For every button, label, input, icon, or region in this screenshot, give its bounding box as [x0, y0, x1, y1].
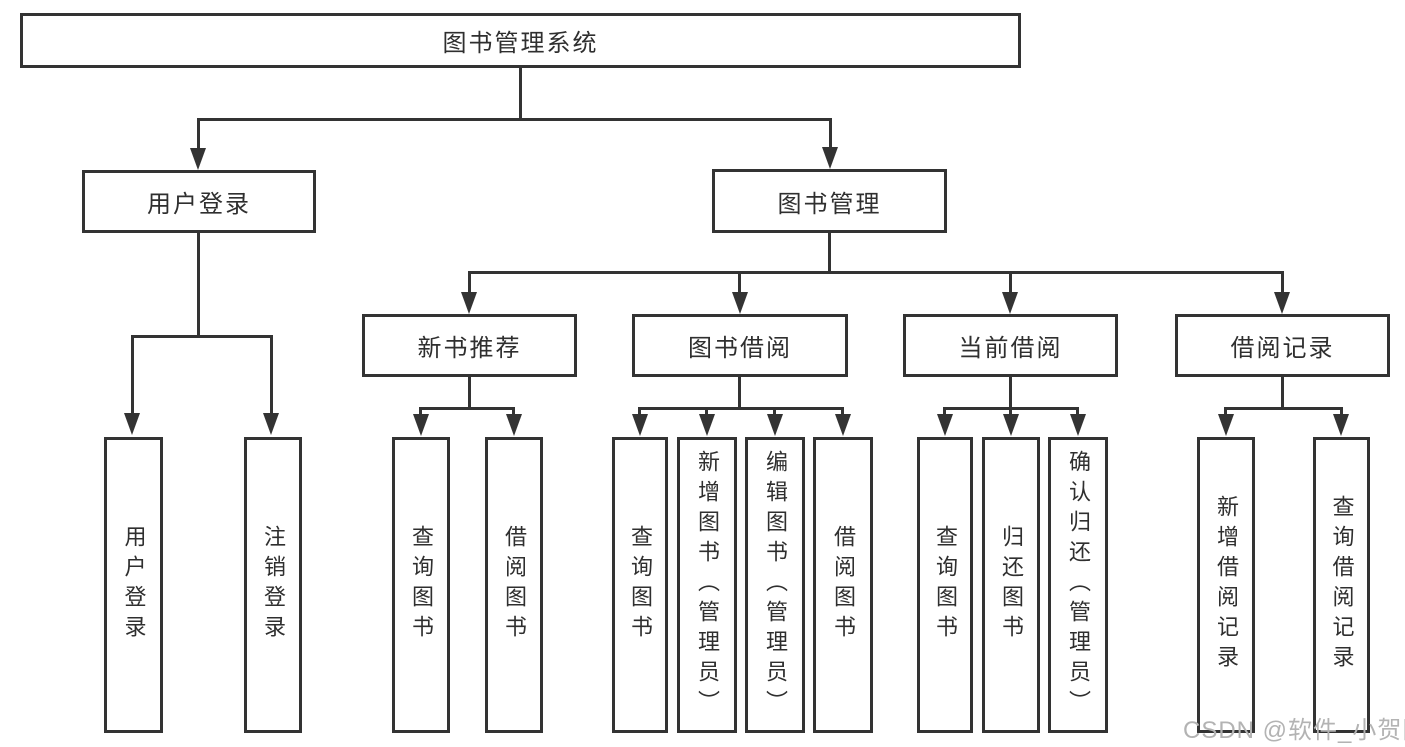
connector-vline — [1224, 407, 1227, 414]
arrow-down-icon — [699, 414, 715, 436]
arrow-down-icon — [124, 413, 140, 435]
arrow-down-icon — [1070, 414, 1086, 436]
arrow-down-icon — [632, 414, 648, 436]
leaf-label: 查询图书 — [628, 525, 653, 645]
connector-vline — [131, 335, 134, 413]
leaf-label: 借阅图书 — [502, 525, 527, 645]
leaf-recommend-query-books: 查询图书 — [392, 437, 450, 733]
connector-vline — [773, 407, 776, 414]
arrow-down-icon — [413, 414, 429, 436]
leaf-label: 用户登录 — [121, 525, 147, 645]
arrow-down-icon — [1218, 414, 1234, 436]
leaf-borrow-add-books-admin: 新增图书（管理员） — [677, 437, 737, 733]
arrow-down-icon — [263, 413, 279, 435]
node-book-borrow: 图书借阅 — [632, 314, 848, 377]
leaf-label: 注销登录 — [261, 525, 286, 645]
connector-vline — [841, 407, 844, 414]
arrow-down-icon — [835, 414, 851, 436]
connector-vline — [1340, 407, 1343, 414]
leaf-label: 借阅图书 — [831, 525, 856, 645]
leaf-label: 新增图书（管理员） — [695, 450, 720, 720]
node-borrow-record: 借阅记录 — [1175, 314, 1390, 377]
connector-hline — [638, 407, 844, 410]
connector-hline — [419, 407, 515, 410]
connector-vline — [828, 233, 831, 271]
connector-vline — [829, 118, 832, 148]
arrow-down-icon — [1274, 292, 1290, 314]
node-current-borrow: 当前借阅 — [903, 314, 1118, 377]
arrow-down-icon — [190, 148, 206, 170]
connector-vline — [1009, 377, 1012, 407]
leaf-record-add-borrow-record: 新增借阅记录 — [1197, 437, 1255, 733]
connector-vline — [512, 407, 515, 414]
connector-vline — [1009, 407, 1012, 414]
leaf-recommend-borrow-books: 借阅图书 — [485, 437, 543, 733]
arrow-down-icon — [732, 292, 748, 314]
leaf-current-query-books: 查询图书 — [917, 437, 973, 733]
connector-hline — [131, 335, 273, 338]
leaf-borrow-borrow-books: 借阅图书 — [813, 437, 873, 733]
connector-hline — [1224, 407, 1342, 410]
leaf-label: 编辑图书（管理员） — [763, 450, 788, 720]
connector-vline — [197, 233, 200, 335]
connector-vline — [1009, 271, 1012, 292]
leaf-label: 新增借阅记录 — [1214, 495, 1239, 675]
node-root-system: 图书管理系统 — [20, 13, 1021, 68]
arrow-down-icon — [506, 414, 522, 436]
connector-vline — [1281, 377, 1284, 407]
connector-vline — [468, 271, 471, 292]
connector-vline — [638, 407, 641, 414]
leaf-current-return-books: 归还图书 — [982, 437, 1040, 733]
leaf-borrow-edit-books-admin: 编辑图书（管理员） — [745, 437, 805, 733]
leaf-user-login: 用户登录 — [104, 437, 163, 733]
connector-vline — [738, 377, 741, 407]
arrow-down-icon — [767, 414, 783, 436]
node-book-management: 图书管理 — [712, 169, 947, 233]
leaf-borrow-query-books: 查询图书 — [612, 437, 668, 733]
connector-vline — [1076, 407, 1079, 414]
connector-vline — [197, 118, 200, 148]
leaf-label: 归还图书 — [999, 525, 1024, 645]
leaf-logout-login: 注销登录 — [244, 437, 302, 733]
leaf-label: 查询图书 — [933, 525, 958, 645]
connector-vline — [419, 407, 422, 414]
connector-vline — [738, 271, 741, 292]
leaf-label: 确认归还（管理员） — [1066, 450, 1091, 720]
node-new-book-recommend: 新书推荐 — [362, 314, 577, 377]
connector-hline — [197, 118, 832, 121]
leaf-record-query-borrow-record: 查询借阅记录 — [1313, 437, 1370, 733]
connector-vline — [468, 377, 471, 407]
csdn-watermark: CSDN @软件_小贺同学 — [1183, 717, 1405, 744]
arrow-down-icon — [461, 292, 477, 314]
arrow-down-icon — [1003, 414, 1019, 436]
connector-vline — [705, 407, 708, 414]
leaf-label: 查询借阅记录 — [1329, 495, 1355, 675]
arrow-down-icon — [937, 414, 953, 436]
connector-vline — [519, 67, 522, 118]
connector-vline — [1281, 271, 1284, 292]
connector-vline — [270, 335, 273, 413]
arrow-down-icon — [822, 147, 838, 169]
leaf-current-confirm-return-admin: 确认归还（管理员） — [1048, 437, 1108, 733]
leaf-label: 查询图书 — [409, 525, 434, 645]
connector-vline — [943, 407, 946, 414]
arrow-down-icon — [1333, 414, 1349, 436]
node-user-login: 用户登录 — [82, 170, 316, 233]
connector-hline — [468, 271, 1284, 274]
arrow-down-icon — [1002, 292, 1018, 314]
